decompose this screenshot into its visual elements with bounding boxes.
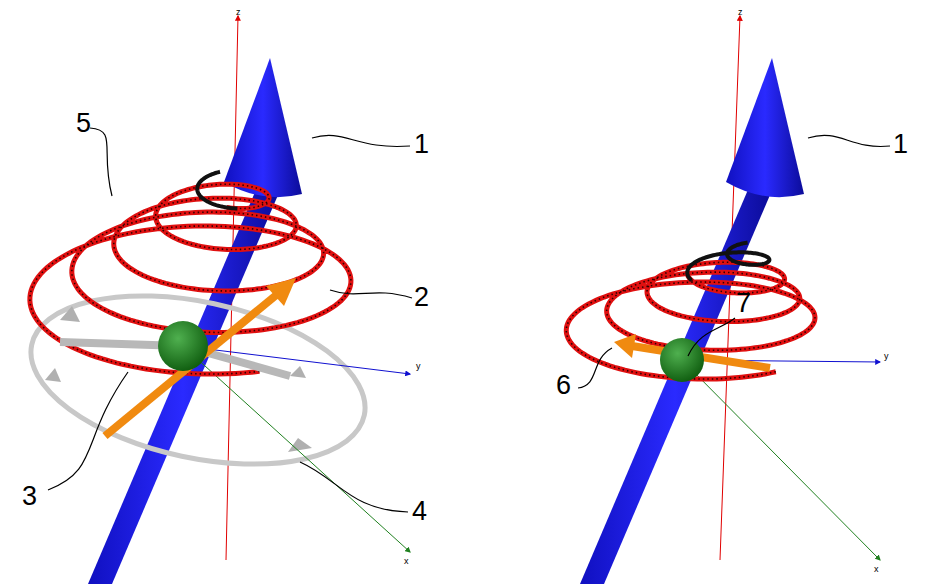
axis-label: x xyxy=(874,565,879,574)
spiral-turns xyxy=(30,184,351,374)
spiral-path xyxy=(30,172,351,374)
moment-head xyxy=(614,334,636,358)
callout-number: 5 xyxy=(76,110,91,137)
axis-label: x xyxy=(404,557,409,566)
left-figure xyxy=(15,16,410,584)
particle xyxy=(660,338,704,382)
particle xyxy=(158,321,208,371)
axis-label: z xyxy=(738,8,743,17)
field-shaft xyxy=(580,185,770,584)
axis-label: y xyxy=(884,352,889,361)
moment-vector xyxy=(105,292,280,436)
spiral-core xyxy=(687,243,769,281)
callout-number: 2 xyxy=(414,284,429,311)
field-cone xyxy=(224,58,302,197)
callout-number: 4 xyxy=(412,498,427,525)
y-axis xyxy=(183,346,410,374)
axis-label: y xyxy=(416,362,421,371)
spiral-dots xyxy=(30,184,351,374)
field-cone xyxy=(726,58,804,197)
right-figure xyxy=(566,16,880,584)
callout-number: 3 xyxy=(22,483,37,510)
field-shaft xyxy=(88,185,278,584)
x-axis xyxy=(183,346,410,552)
spiral-core xyxy=(197,172,237,209)
callout-number: 1 xyxy=(414,131,429,158)
callout-number: 7 xyxy=(736,290,751,317)
leader-lines xyxy=(48,128,890,512)
axis-label: z xyxy=(236,8,241,17)
x-axis xyxy=(682,360,880,560)
callout-number: 6 xyxy=(556,372,571,399)
moment-head xyxy=(266,278,296,306)
callout-number: 1 xyxy=(893,131,908,158)
precession-ring xyxy=(15,268,380,491)
